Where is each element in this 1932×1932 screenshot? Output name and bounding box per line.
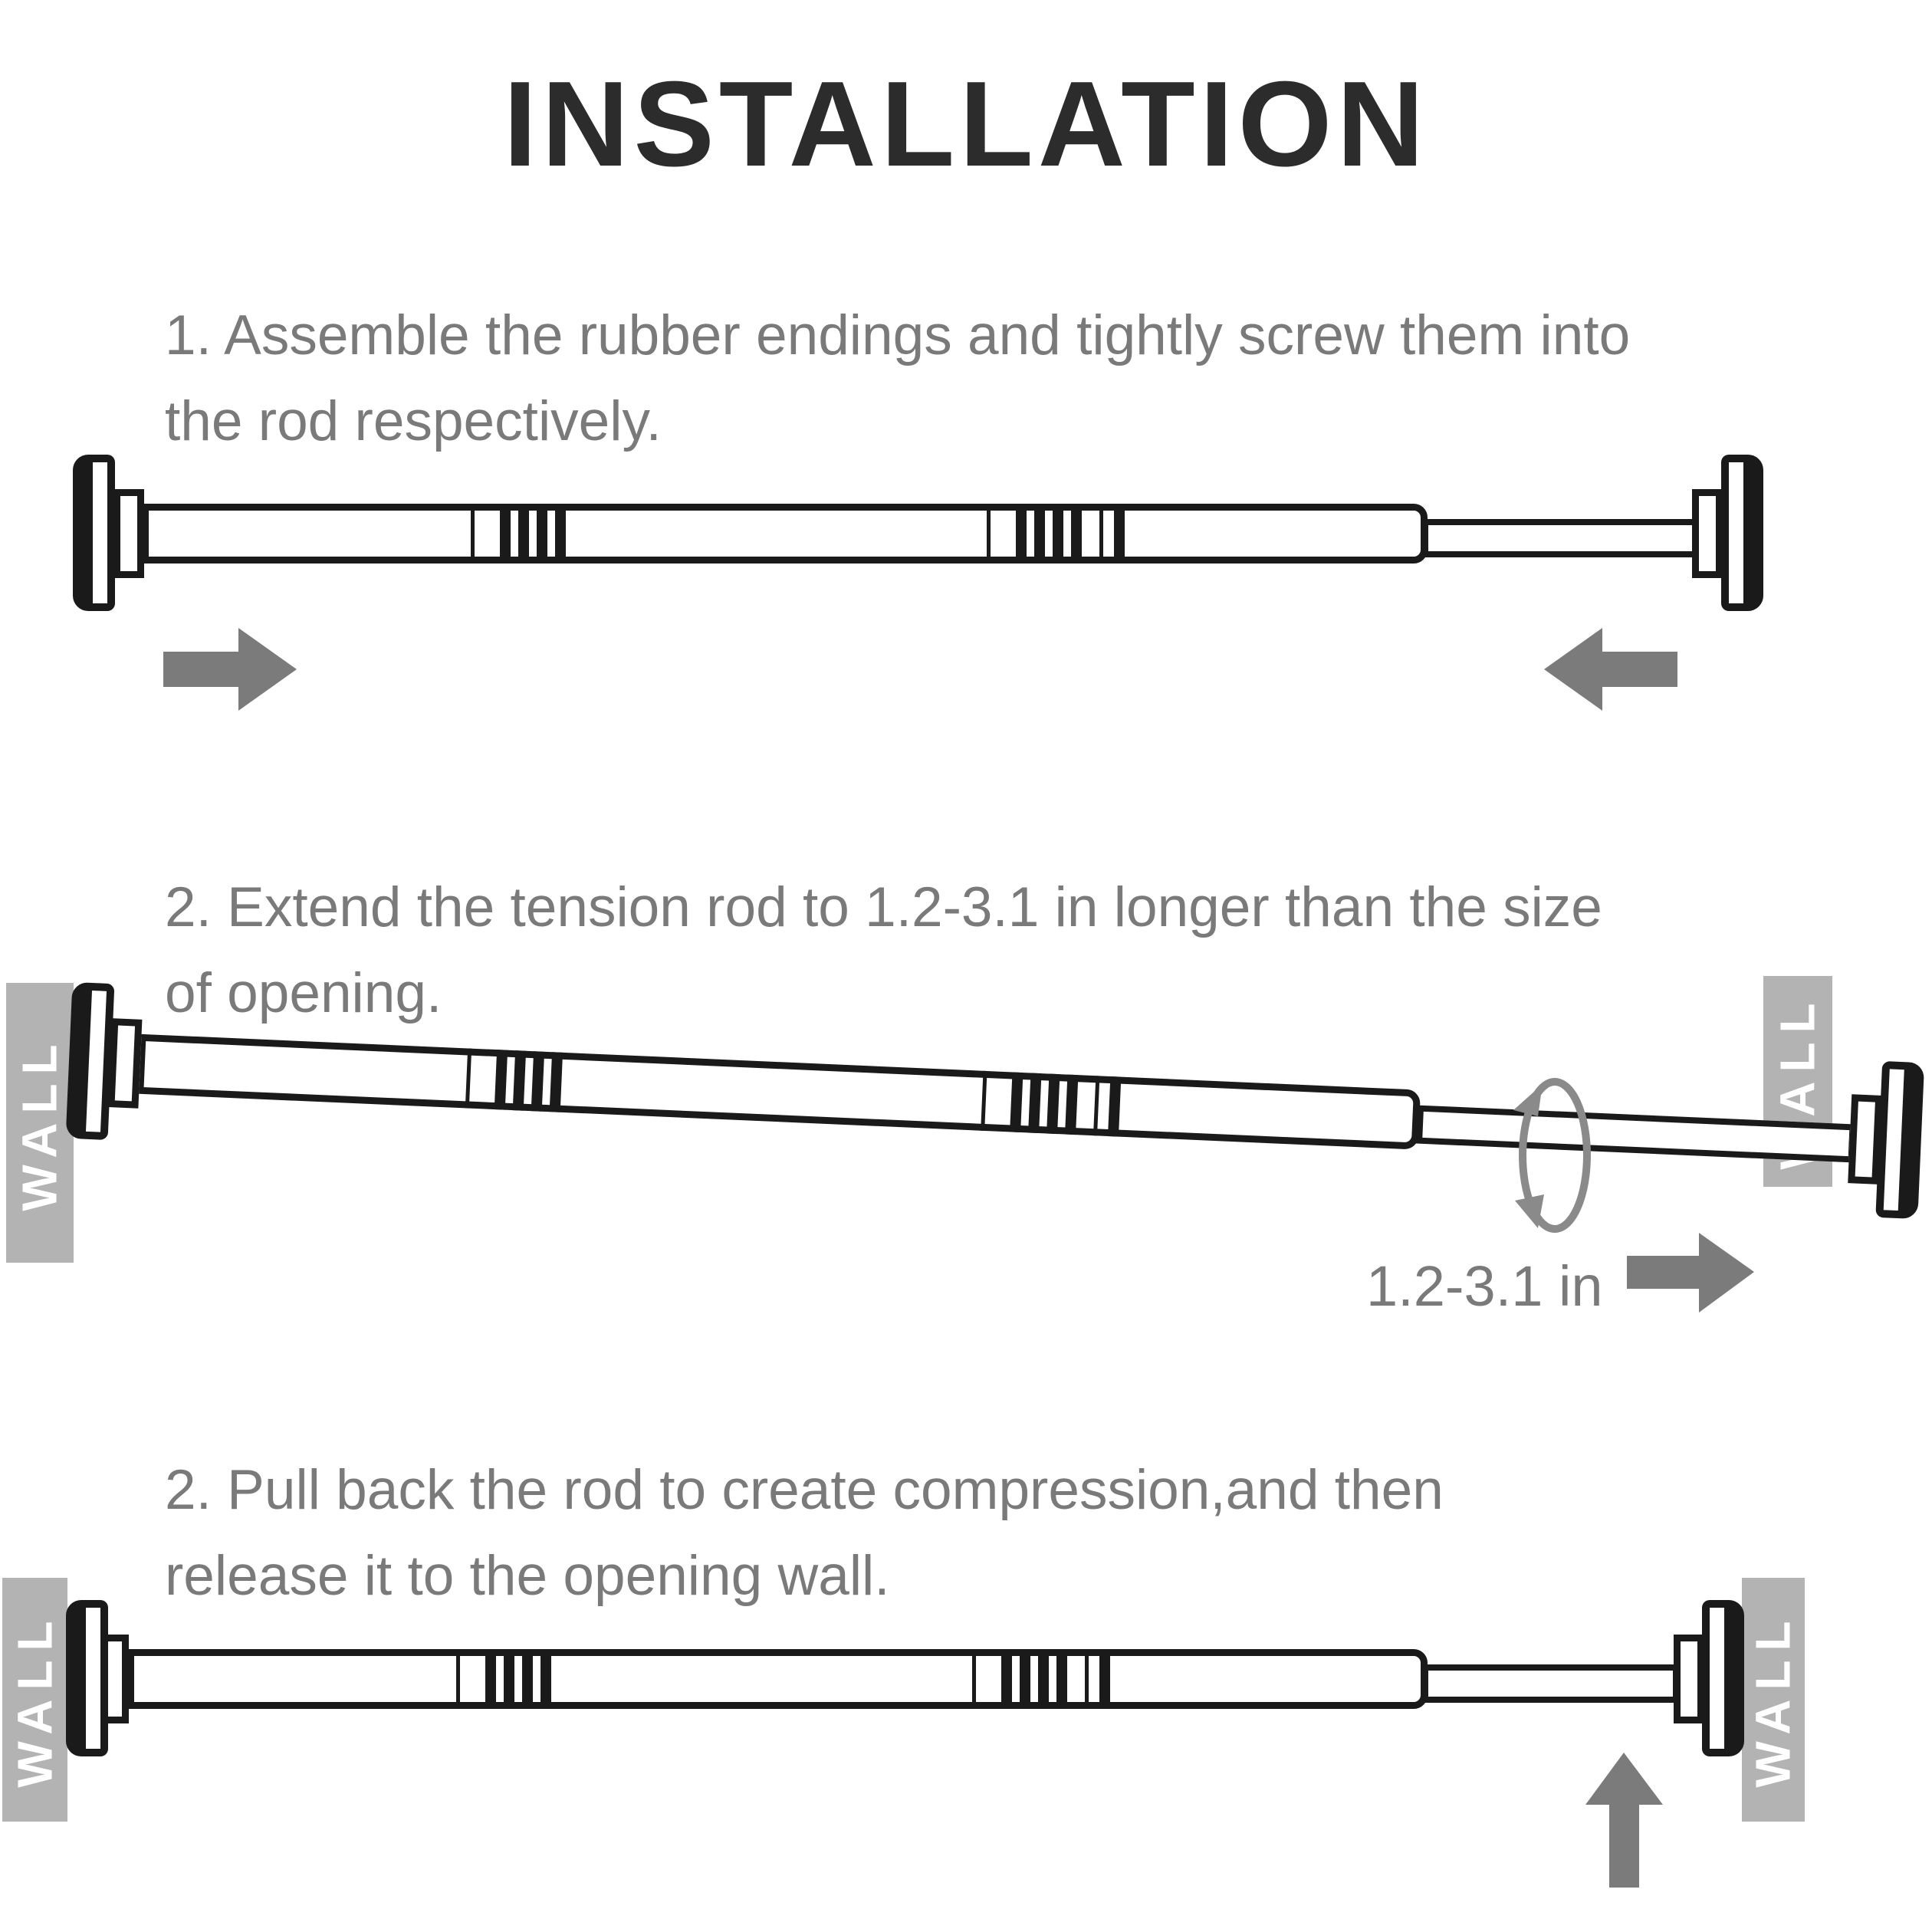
step-1-line-1: 1. Assemble the rubber endings and tight…: [165, 304, 1631, 366]
step-3-line-1: 2. Pull back the rod to create compressi…: [165, 1459, 1444, 1521]
wall-block-right: WALL: [1742, 1578, 1805, 1822]
spring-rib: [522, 1649, 533, 1709]
rod-outer-tube: [136, 1033, 1421, 1150]
spring-rib: [555, 504, 566, 564]
end-cap-flange-right: [1692, 489, 1723, 578]
spring-rib: [1065, 1074, 1079, 1135]
spring-rib: [537, 504, 547, 564]
rubber-end-cap-left: [73, 455, 115, 611]
figure-step-1: [0, 429, 1932, 774]
step-1-instructions: 1. Assemble the rubber endings and tight…: [165, 293, 1798, 465]
spring-rib: [531, 1051, 545, 1112]
spring-rib: [512, 1050, 527, 1111]
end-cap-flange-left: [113, 489, 144, 578]
tube-joint-line: [972, 1649, 976, 1709]
spring-rib: [540, 1649, 551, 1709]
step-2-line-2: of opening.: [165, 962, 442, 1024]
tension-rod-tilted: [65, 981, 1927, 1220]
tube-joint-line: [1085, 1649, 1089, 1709]
push-left-arrow-icon: [1544, 628, 1677, 711]
push-right-arrow-icon: [163, 628, 297, 711]
spring-rib: [549, 1052, 564, 1112]
wall-label: WALL: [1746, 1612, 1801, 1788]
tube-joint-line: [1099, 504, 1103, 564]
spring-rib: [1107, 1076, 1122, 1137]
tube-joint-line: [456, 1649, 460, 1709]
spring-rib: [1028, 1073, 1042, 1134]
spring-rib: [1034, 504, 1045, 564]
rubber-end-cap-left: [65, 981, 115, 1141]
push-up-arrow-icon: [1585, 1753, 1663, 1888]
spring-rib: [1010, 1072, 1024, 1133]
end-cap-flange-left: [107, 1018, 143, 1109]
rod-inner-tube: [1422, 1664, 1679, 1703]
rubber-end-cap-right: [1721, 455, 1763, 611]
spring-rib: [500, 504, 511, 564]
spring-rib: [1001, 1649, 1012, 1709]
step-3-line-2: release it to the opening wall.: [165, 1545, 890, 1607]
wall-block-left: WALL: [2, 1578, 67, 1822]
spring-rib: [1056, 1649, 1067, 1709]
spring-rib: [1046, 1073, 1060, 1135]
rod-inner-tube: [1415, 1105, 1856, 1163]
spring-rib: [1114, 504, 1125, 564]
step-2-line-1: 2. Extend the tension rod to 1.2-3.1 in …: [165, 876, 1602, 938]
wall-label: WALL: [12, 1034, 67, 1211]
spring-rib: [1016, 504, 1027, 564]
page-title: INSTALLATION: [503, 57, 1429, 192]
end-cap-flange-right: [1674, 1635, 1704, 1723]
tube-joint-line: [981, 1070, 987, 1131]
figure-step-2: WALL WALL 1.2-3.1 in: [0, 943, 1932, 1541]
rod-outer-tube: [142, 504, 1428, 564]
spring-rib: [1038, 1649, 1049, 1709]
push-right-arrow-icon: [1627, 1233, 1754, 1313]
step-1-line-2: the rod respectively.: [165, 390, 662, 452]
tube-joint-line: [1093, 1076, 1100, 1136]
tube-joint-line: [987, 504, 991, 564]
spring-rib: [1071, 504, 1082, 564]
spring-rib: [518, 504, 529, 564]
spring-rib: [494, 1050, 508, 1110]
step-2-instructions: 2. Extend the tension rod to 1.2-3.1 in …: [165, 865, 1798, 1037]
tube-joint-line: [471, 504, 475, 564]
wall-label: WALL: [7, 1612, 63, 1788]
spring-rib: [485, 1649, 496, 1709]
tube-joint-line: [465, 1048, 472, 1109]
rod-outer-tube: [127, 1649, 1428, 1709]
extension-range-label: 1.2-3.1 in: [1366, 1254, 1603, 1318]
rubber-end-cap-right: [1702, 1600, 1744, 1756]
rod-inner-tube: [1422, 519, 1698, 557]
spring-rib: [504, 1649, 514, 1709]
spring-rib: [1020, 1649, 1030, 1709]
wall-block-left: WALL: [6, 983, 74, 1263]
spring-rib: [1099, 1649, 1110, 1709]
step-3-instructions: 2. Pull back the rod to create compressi…: [165, 1447, 1798, 1619]
rubber-end-cap-right: [1875, 1060, 1925, 1220]
spring-rib: [1053, 504, 1063, 564]
rotate-arrow-icon: [1513, 1078, 1591, 1233]
figure-step-3: WALL WALL: [0, 1564, 1932, 1932]
rubber-end-cap-left: [66, 1600, 108, 1756]
